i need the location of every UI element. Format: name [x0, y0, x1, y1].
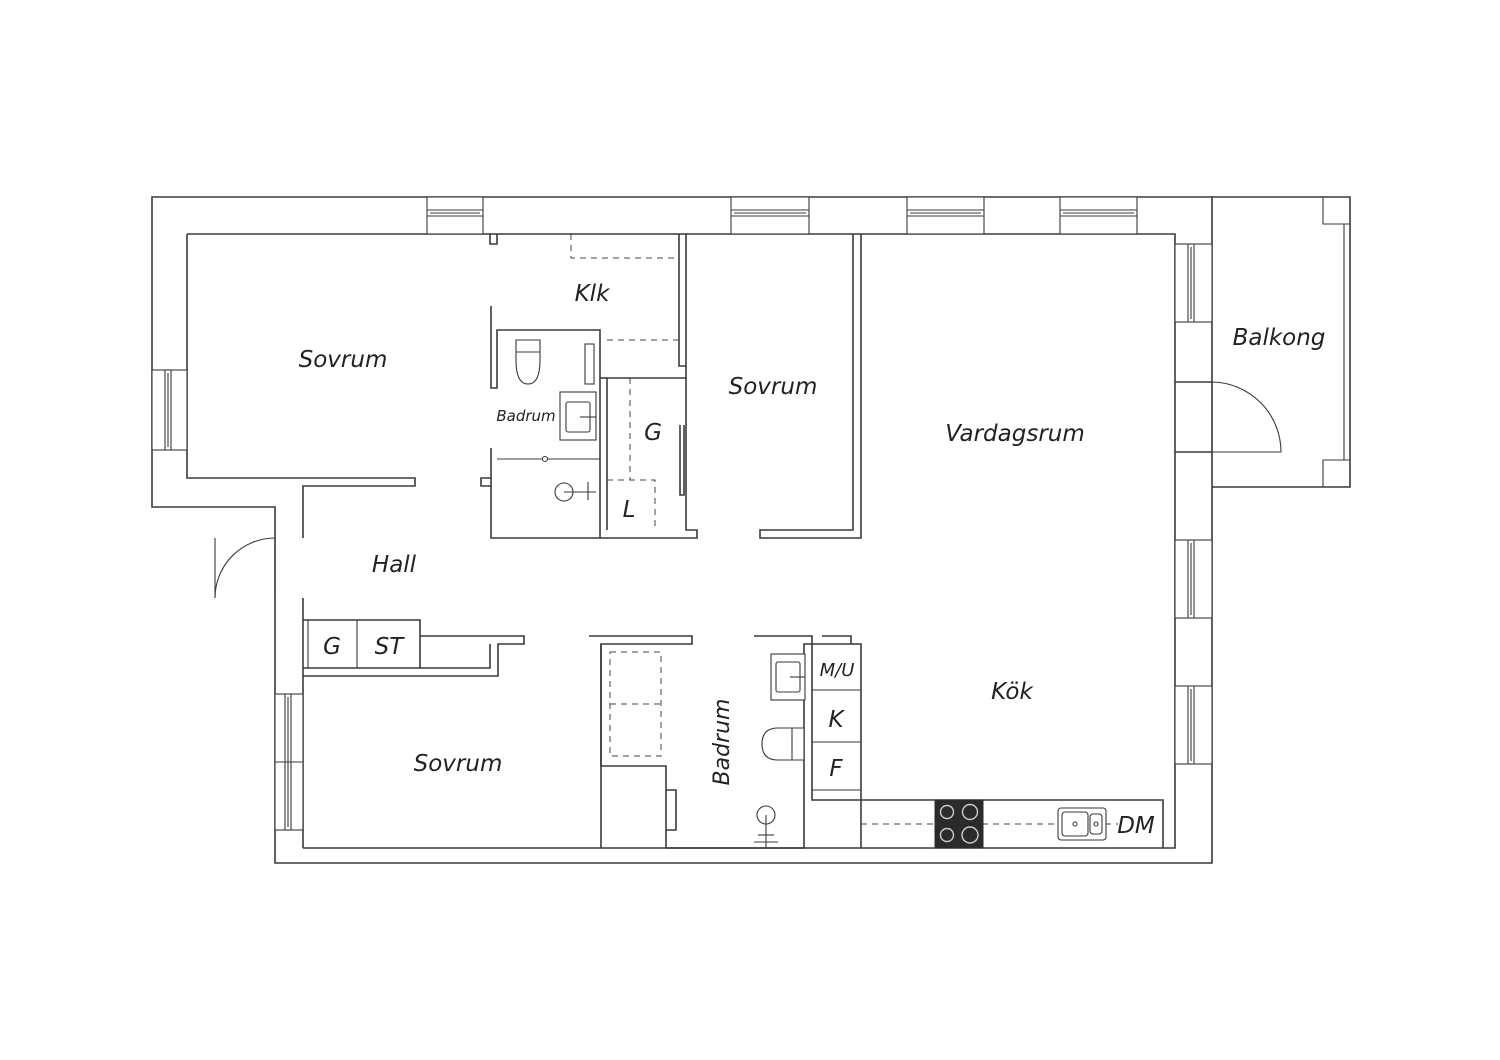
windows	[151, 196, 1213, 831]
room-label-kok: Kök	[991, 679, 1034, 705]
window	[1174, 539, 1213, 619]
window	[1174, 685, 1213, 765]
room-label-g: G	[323, 634, 341, 660]
room-label-g: G	[644, 420, 662, 446]
interior-walls	[303, 234, 1164, 849]
room-label-sovrum: Sovrum	[414, 751, 503, 777]
entrance-door	[214, 537, 276, 599]
toilet-icon	[515, 339, 541, 385]
dashed-outlines	[570, 234, 1118, 825]
shower-icon	[497, 455, 600, 502]
room-label-dm: DM	[1117, 813, 1155, 839]
window	[151, 369, 188, 451]
room-label-badrum: Badrum	[496, 407, 555, 425]
window	[906, 196, 985, 235]
sink-icon	[559, 391, 597, 441]
balcony	[1175, 196, 1351, 488]
room-label-hall: Hall	[372, 552, 417, 578]
exterior-walls	[151, 196, 1213, 864]
shower-icon	[754, 805, 778, 848]
room-label-st: ST	[375, 634, 406, 660]
room-label-balkong: Balkong	[1233, 325, 1326, 351]
room-label-l: L	[623, 497, 636, 523]
room-label-klk: Klk	[575, 281, 611, 307]
room-label-sovrum: Sovrum	[729, 374, 818, 400]
stove-icon	[934, 799, 984, 849]
window	[1059, 196, 1138, 235]
window	[730, 196, 810, 235]
window	[426, 196, 484, 235]
kitchen-sink-icon	[1057, 807, 1107, 841]
room-label-sovrum: Sovrum	[299, 347, 388, 373]
window	[1174, 243, 1213, 323]
balcony-door-swing	[1211, 381, 1282, 453]
radiator-icon	[584, 343, 595, 385]
room-labels: Sovrum Klk Badrum G L Sovrum Vardagsrum …	[299, 281, 1326, 839]
room-label-mu: M/U	[820, 660, 855, 681]
room-label-f: F	[829, 756, 843, 782]
room-label-badrum: Badrum	[710, 699, 735, 786]
room-label-vardagsrum: Vardagsrum	[945, 421, 1085, 447]
sink-icon	[770, 653, 806, 701]
window	[274, 693, 304, 831]
toilet-icon	[761, 727, 805, 761]
room-label-k: K	[828, 707, 845, 733]
